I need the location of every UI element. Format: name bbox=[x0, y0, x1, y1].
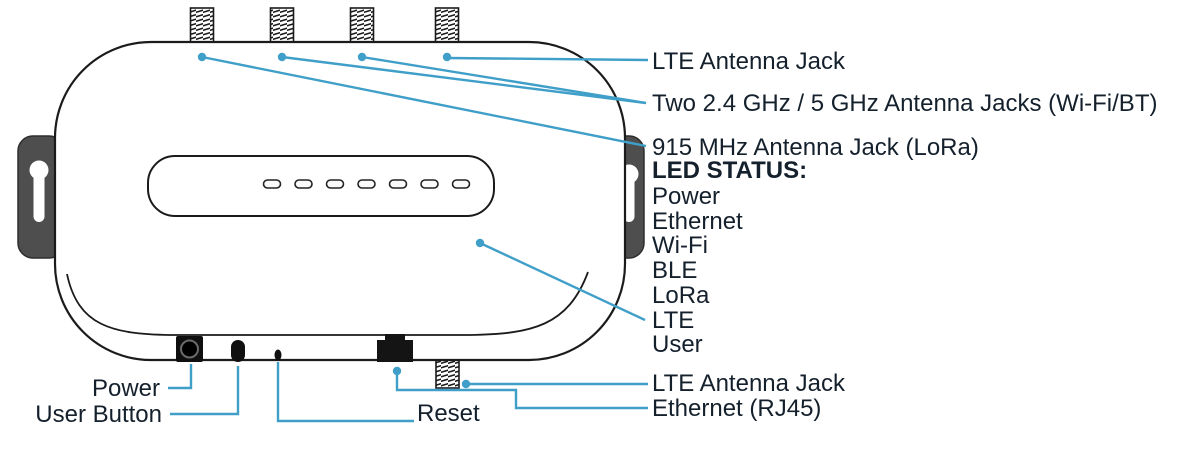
label-lte-antenna-top: LTE Antenna Jack bbox=[652, 48, 846, 75]
label-wifi-bt-antennas: Two 2.4 GHz / 5 GHz Antenna Jacks (Wi-Fi… bbox=[652, 90, 1158, 117]
reset-hole bbox=[274, 349, 282, 361]
mounting-ear-left bbox=[17, 135, 65, 259]
leader-power bbox=[168, 364, 193, 390]
label-lte-antenna-bottom: LTE Antenna Jack bbox=[652, 370, 846, 397]
leader-reset bbox=[276, 362, 414, 423]
led-ethernet bbox=[294, 179, 313, 189]
antenna-connector-wifi-1 bbox=[269, 7, 295, 44]
led-status-item-user: User bbox=[652, 331, 703, 359]
led-wifi bbox=[325, 179, 345, 189]
ethernet-port bbox=[377, 334, 413, 362]
user-button bbox=[231, 340, 245, 362]
label-lora-antenna: 915 MHz Antenna Jack (LoRa) bbox=[652, 134, 979, 161]
led-status-item-wifi: Wi-Fi bbox=[652, 232, 708, 260]
led-indicators bbox=[262, 179, 471, 189]
led-user bbox=[451, 179, 471, 189]
antenna-connector-lora bbox=[189, 7, 215, 44]
leader-lte-top bbox=[446, 56, 649, 62]
led-status-item-ethernet: Ethernet bbox=[652, 207, 743, 235]
leader-dots bbox=[197, 52, 485, 389]
leader-lora bbox=[201, 55, 647, 148]
led-ble bbox=[357, 179, 376, 189]
power-jack bbox=[176, 336, 203, 362]
leader-user bbox=[170, 366, 240, 416]
leader-ethernet bbox=[395, 371, 648, 410]
label-user-button: User Button bbox=[35, 401, 162, 428]
leader-wifi-2 bbox=[361, 55, 647, 105]
led-status-list: Power Ethernet Wi-Fi BLE LoRa LTE User bbox=[652, 183, 743, 359]
led-lte bbox=[420, 179, 439, 189]
device-front-edge bbox=[66, 271, 589, 336]
label-reset-button: Reset bbox=[417, 400, 480, 427]
antenna-connector-wifi-2 bbox=[349, 7, 375, 44]
label-led-status-heading: LED STATUS: bbox=[652, 157, 808, 184]
led-status-item-lte: LTE bbox=[652, 306, 695, 334]
led-window bbox=[147, 155, 495, 217]
label-power-jack: Power bbox=[91, 375, 160, 402]
led-status-item-power: Power bbox=[652, 183, 721, 210]
antenna-connector-lte-top bbox=[434, 7, 460, 44]
leader-wifi-1 bbox=[281, 55, 647, 105]
led-power bbox=[262, 179, 282, 189]
label-ethernet-port: Ethernet (RJ45) bbox=[652, 395, 822, 422]
led-status-item-lora: LoRa bbox=[652, 281, 710, 309]
led-lora bbox=[388, 179, 408, 189]
led-status-item-ble: BLE bbox=[652, 257, 698, 285]
leader-led-status bbox=[479, 241, 646, 322]
leader-lines bbox=[168, 55, 649, 423]
